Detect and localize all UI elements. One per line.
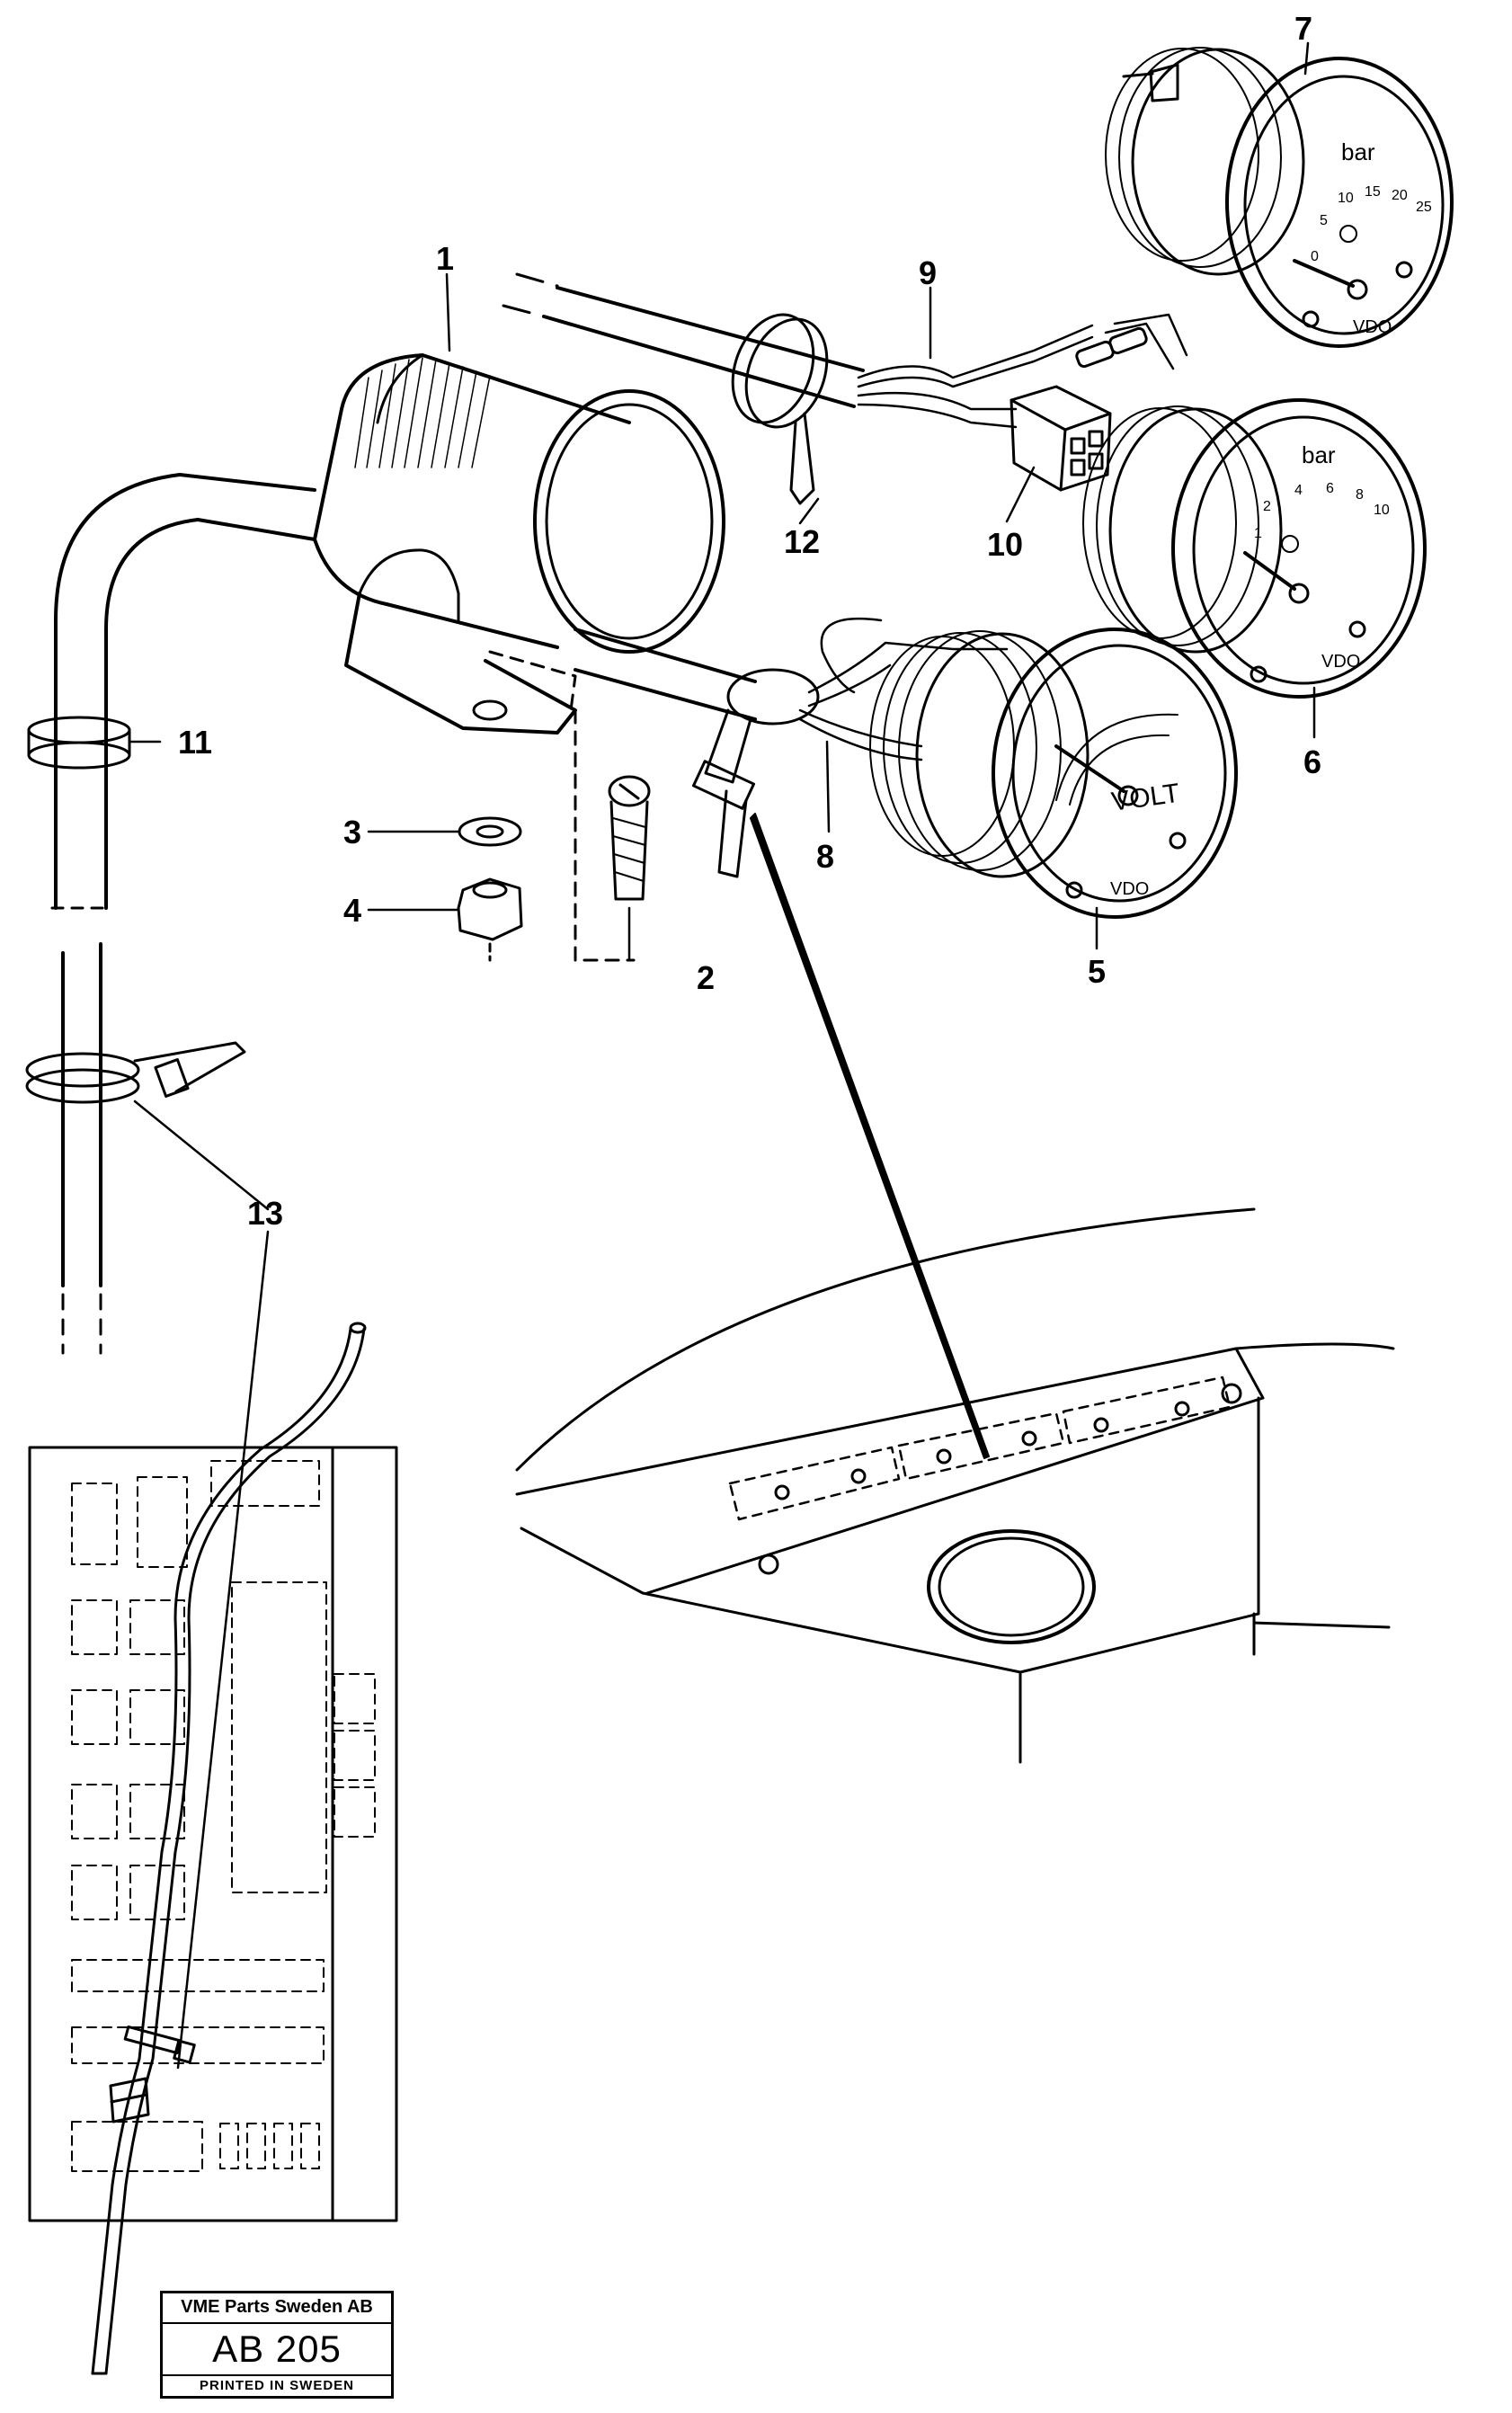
cable-left [50, 473, 316, 1355]
main-cable [502, 272, 865, 721]
washer [458, 816, 522, 847]
callout-7: 7 [1294, 10, 1312, 47]
relay-connector [1009, 385, 1112, 492]
stamp-company: VME Parts Sweden AB [181, 2297, 373, 2317]
pressure-high-tick-20: 20 [1392, 188, 1408, 203]
cable-tie-left [25, 1041, 246, 1104]
pressure-high-tick-0: 0 [1311, 249, 1319, 264]
callout-3: 3 [343, 814, 361, 850]
pressure-high-tick-10: 10 [1338, 191, 1354, 206]
wire-harness [798, 313, 1188, 761]
stamp-divider [163, 2322, 391, 2324]
leader-lines [128, 41, 1316, 2070]
dashboard-panel [515, 1207, 1395, 1764]
callout-10: 10 [987, 526, 1023, 563]
pressure-low-brand: VDO [1321, 652, 1360, 672]
callout-13: 13 [247, 1195, 283, 1232]
cable-tie-bottom [691, 668, 820, 878]
stamp-printed: PRINTED IN SWEDEN [199, 2378, 354, 2393]
pressure-high-tick-15: 15 [1365, 184, 1381, 200]
pressure-gauge-low [1082, 398, 1427, 699]
grommet [27, 716, 131, 770]
callout-labels: 1 2 3 4 5 6 7 8 9 10 11 12 13 [178, 10, 1321, 1232]
pressure-gauge-high [1105, 47, 1454, 348]
callout-4: 4 [343, 892, 361, 929]
title-block-stamp: VME Parts Sweden AB AB 205 PRINTED IN SW… [160, 2291, 394, 2399]
pressure-low-unit: bar [1302, 441, 1336, 468]
pressure-low-tick-8: 8 [1356, 487, 1364, 503]
pressure-high-tick-25: 25 [1416, 200, 1432, 215]
callout-11: 11 [178, 724, 212, 761]
callout-12: 12 [784, 523, 820, 560]
stamp-divider [163, 2374, 391, 2376]
pressure-low-tick-2: 2 [1263, 499, 1271, 514]
pressure-low-tick-6: 6 [1326, 481, 1334, 496]
gauge-housing [313, 353, 725, 962]
location-pointer [750, 813, 990, 1459]
nut [457, 877, 523, 962]
spade-connectors [1075, 326, 1148, 369]
cable-tie-top [731, 313, 829, 505]
callout-8: 8 [816, 838, 834, 875]
pressure-high-tick-5: 5 [1320, 213, 1328, 228]
callout-9: 9 [919, 254, 937, 291]
pressure-high-unit: bar [1341, 138, 1375, 165]
pressure-high-brand: VDO [1353, 317, 1392, 337]
pressure-low-tick-1: 1 [1254, 526, 1262, 541]
callout-6: 6 [1303, 743, 1321, 780]
voltmeter-brand: VDO [1110, 879, 1149, 899]
pressure-low-tick-10: 10 [1374, 503, 1390, 518]
fuse-panel [28, 1322, 398, 2375]
callout-1: 1 [436, 240, 454, 277]
callout-5: 5 [1088, 953, 1106, 990]
pressure-low-tick-4: 4 [1294, 483, 1303, 498]
stamp-code: AB 205 [212, 2328, 342, 2370]
screw [608, 775, 651, 901]
voltmeter-scale-label: VOLT [1109, 779, 1181, 817]
voltmeter-gauge [869, 628, 1238, 919]
callout-2: 2 [697, 959, 715, 996]
